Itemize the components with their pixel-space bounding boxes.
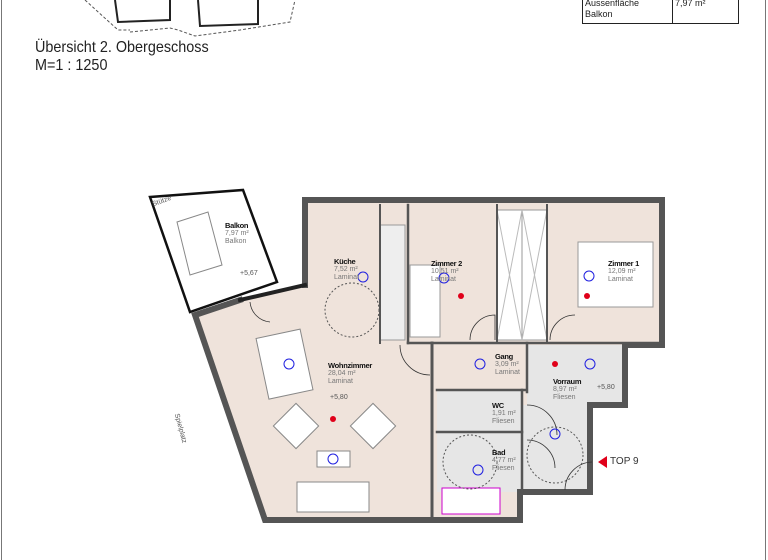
armchair-right — [349, 402, 397, 450]
door-swings — [249, 301, 593, 491]
level-vorraum: +5,80 — [597, 384, 615, 391]
page-border-right — [765, 0, 766, 560]
level-wohnzimmer: +5,80 — [330, 394, 348, 401]
bath-turning-circle — [442, 434, 498, 490]
bad-floor — [437, 432, 520, 492]
page-border-left — [1, 0, 2, 560]
smoke-detectors — [330, 293, 590, 422]
vorraum-floor-lower — [520, 405, 590, 492]
overview-scale: M=1 : 1250 — [35, 57, 108, 74]
coffee-table — [316, 450, 351, 468]
wc-floor — [437, 390, 522, 432]
armchair-left — [272, 402, 320, 450]
walls — [191, 197, 665, 523]
vorraum-turning-circle — [526, 426, 584, 484]
entrance-marker-icon — [598, 456, 607, 468]
bathtub — [441, 487, 501, 515]
level-balkon: +5,67 — [240, 270, 258, 277]
table-divider — [672, 0, 673, 23]
vorraum-floor — [527, 345, 625, 405]
overview-heading: Übersicht 2. Obergeschoss M=1 : 1250 — [35, 39, 209, 75]
balcony-table — [176, 211, 223, 276]
overview-title: Übersicht 2. Obergeschoss — [35, 39, 209, 56]
area-table-value: 7,97 m² — [675, 0, 706, 8]
sofa — [296, 481, 370, 513]
unit-label: TOP 9 — [610, 456, 639, 467]
ceiling-lights — [283, 270, 596, 476]
dining-table — [255, 328, 314, 400]
kitchen-counter — [379, 224, 406, 341]
bed-zimmer2 — [409, 264, 441, 338]
site-overview-sketch — [84, 0, 296, 37]
bed-zimmer1 — [577, 241, 654, 308]
